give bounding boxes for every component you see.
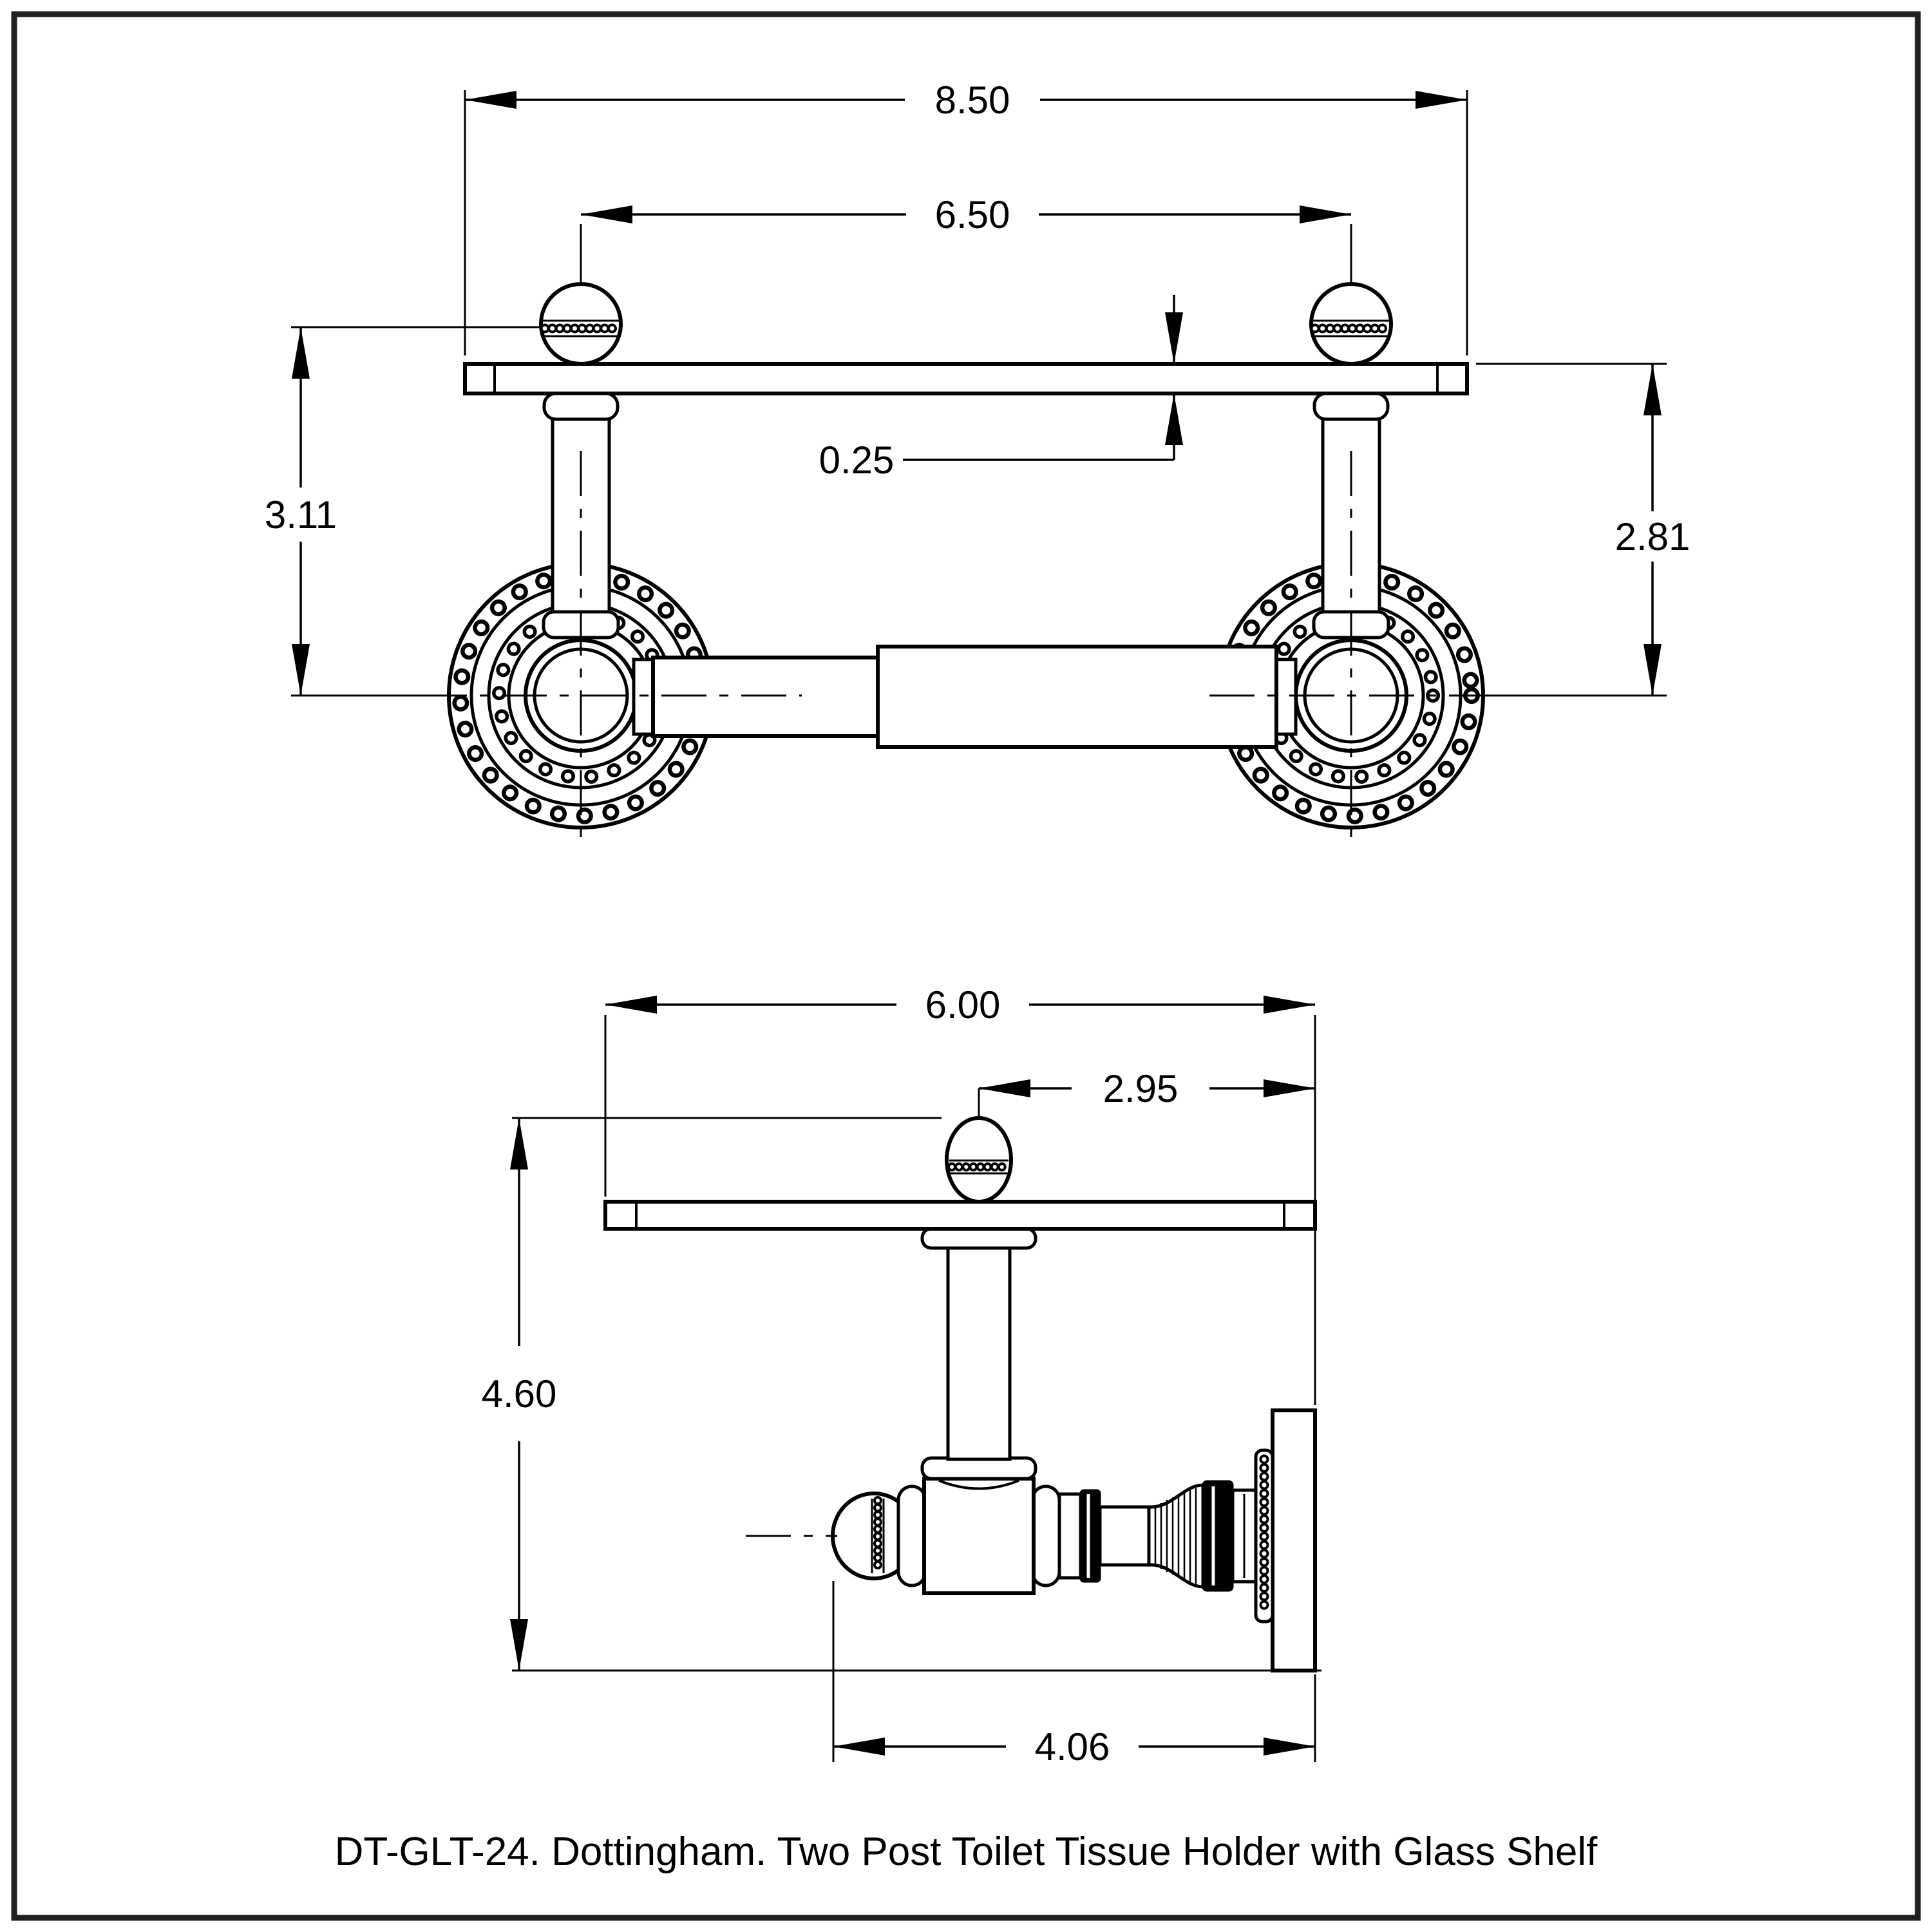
dim-finial-to-wall: 2.95 [978, 1067, 1315, 1163]
dim-projection-label: 4.06 [1035, 1725, 1110, 1768]
dim-projection: 4.06 [832, 1015, 1316, 1768]
roller-left-arm [651, 656, 880, 738]
stem-neck [1098, 1505, 1151, 1567]
right-shelf-collar [1312, 392, 1390, 421]
stem-dark-band [1202, 1480, 1234, 1592]
tissue-roller [632, 645, 1298, 749]
roller-sleeve [876, 645, 1278, 749]
glass-shelf [463, 362, 1469, 395]
left-finial-ball [539, 282, 623, 366]
dim-right-height-label: 2.81 [1615, 515, 1690, 558]
drawing-caption: DT-GLT-24. Dottingham. Two Post Toilet T… [335, 1830, 1598, 1874]
dim-left-height: 3.11 [265, 326, 540, 697]
dim-shelf-thickness: 0.25 [819, 295, 1183, 482]
dim-shelf-thickness-label: 0.25 [819, 439, 895, 482]
stem-cone [1147, 1483, 1205, 1589]
dim-left-height-label: 3.11 [265, 493, 337, 536]
post-side [920, 1227, 1037, 1461]
stem-step-ring-inner [1057, 1492, 1083, 1580]
front-view: 8.50 6.50 3.11 [265, 79, 1690, 847]
side-view: 6.00 2.95 4.60 [482, 983, 1321, 1768]
mounting-stem [1057, 1480, 1258, 1592]
block-left-collar [896, 1484, 927, 1587]
dim-finial-to-wall-label: 2.95 [1103, 1067, 1179, 1110]
glass-shelf-side [603, 1200, 1317, 1231]
front-view-centerlines [422, 451, 1510, 847]
block-top-collar [920, 1456, 1037, 1481]
stem-cone-ribs [1154, 1488, 1197, 1584]
wall-plate-side [1271, 1408, 1317, 1672]
dim-overall-height-label: 4.60 [482, 1372, 557, 1416]
dim-shelf-depth-label: 6.00 [925, 983, 1001, 1027]
shelf-collar-side [920, 1227, 1037, 1250]
drawing-border [11, 11, 1921, 1921]
shelf-finial-ball-side [945, 1116, 1013, 1204]
left-roller-bracket [632, 658, 655, 736]
dim-post-spacing: 6.50 [580, 193, 1352, 330]
rosette-side [1254, 1448, 1274, 1624]
block-right-collar [1030, 1484, 1061, 1587]
dim-shelf-depth: 6.00 [604, 983, 1315, 1197]
right-finial-ball [1309, 282, 1393, 366]
dim-overall-width-label: 8.50 [935, 79, 1010, 122]
dim-overall-width: 8.50 [464, 79, 1468, 355]
stem-oring [1079, 1489, 1101, 1583]
dim-post-spacing-label: 6.50 [935, 193, 1010, 236]
dim-right-height: 2.81 [1476, 363, 1690, 697]
post-block-side [896, 1456, 1061, 1595]
left-shelf-collar [542, 392, 620, 421]
dim-overall-height: 4.60 [482, 1117, 1321, 1672]
right-roller-bracket [1274, 658, 1298, 736]
